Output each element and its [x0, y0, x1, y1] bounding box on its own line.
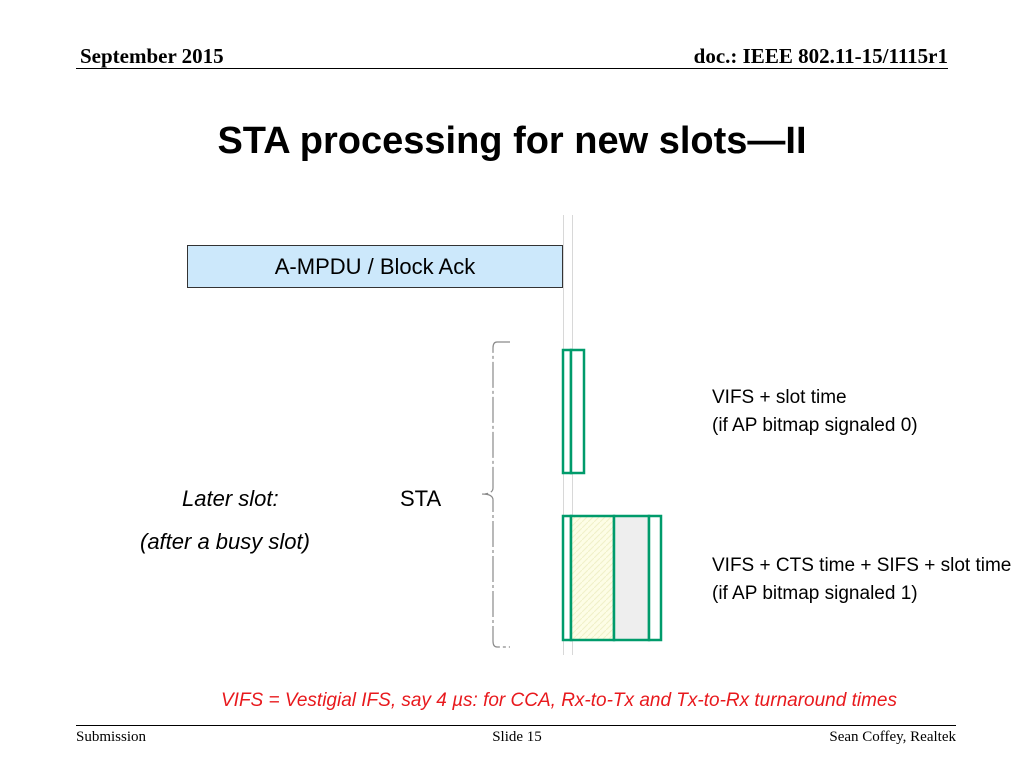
slot-option-0 [561, 348, 586, 475]
option-1-line-1: VIFS + CTS time + SIFS + slot time [712, 555, 1012, 576]
slide-title: STA processing for new slots—II [217, 120, 807, 162]
vifs-definition-note: VIFS = Vestigial IFS, say 4 µs: for CCA,… [221, 690, 897, 711]
sta-label: STA [400, 486, 442, 511]
slot-segment-0 [569, 348, 586, 475]
footer-slide-number: Slide 15 [492, 729, 542, 745]
slot-option-1 [561, 514, 663, 642]
option-0-note: VIFS + slot time (if AP bitmap signaled … [712, 384, 918, 440]
cts-segment [569, 514, 616, 642]
ampdu-label: A-MPDU / Block Ack [274, 253, 476, 279]
later-slot-label: Later slot: [182, 486, 279, 511]
footer-author: Sean Coffey, Realtek [829, 729, 956, 745]
ampdu-block-ack-box: A-MPDU / Block Ack [187, 245, 563, 288]
header-rule [76, 68, 948, 69]
slot-segment-1 [647, 514, 663, 642]
curly-brace [481, 341, 510, 648]
option-1-note: VIFS + CTS time + SIFS + slot time (if A… [712, 552, 1011, 608]
footer-submission: Submission [76, 729, 147, 745]
option-1-line-2: (if AP bitmap signaled 1) [712, 583, 918, 604]
sifs-segment [612, 514, 651, 642]
option-0-line-2: (if AP bitmap signaled 0) [712, 415, 918, 436]
option-0-line-1: VIFS + slot time [712, 387, 847, 408]
header-doc-id: doc.: IEEE 802.11-15/1115r1 [693, 44, 948, 68]
footer-rule [76, 725, 956, 726]
header-date: September 2015 [80, 44, 224, 68]
after-busy-slot-label: (after a busy slot) [140, 529, 310, 554]
